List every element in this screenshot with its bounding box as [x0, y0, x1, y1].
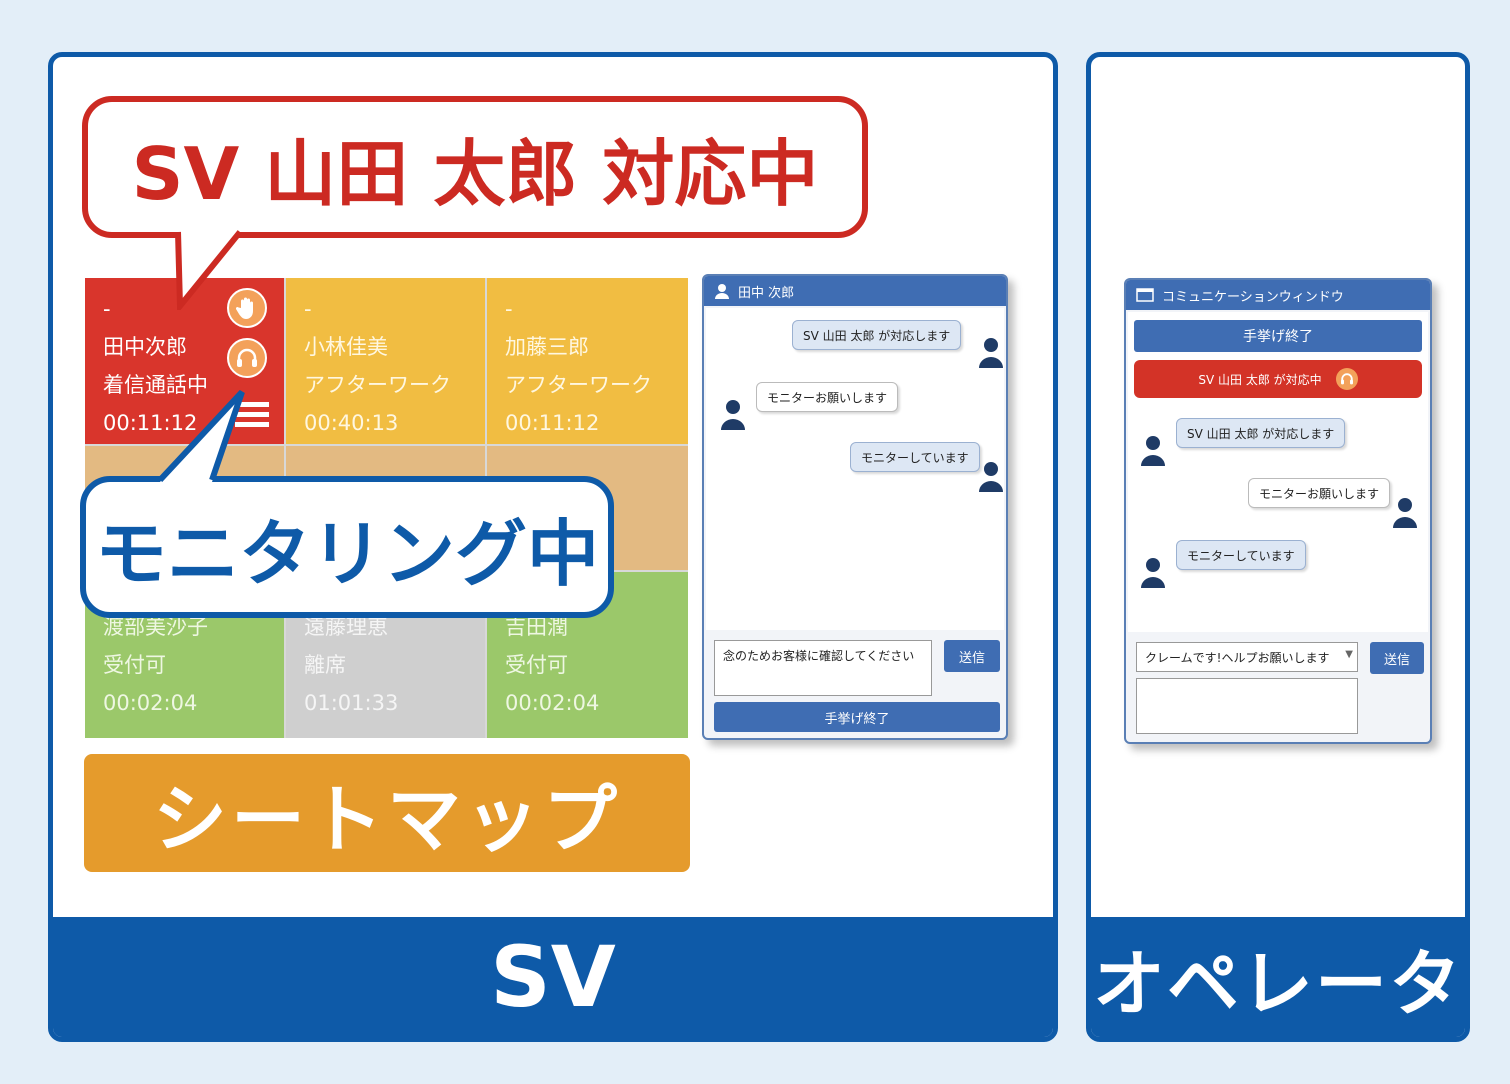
seat-name: 加藤三郎	[505, 335, 589, 359]
operator-panel-label: オペレータ	[1091, 917, 1465, 1037]
menu-icon[interactable]	[235, 402, 269, 428]
seat-name: 遠藤理恵	[304, 615, 388, 639]
sv-chat-window: 田中 次郎 SV 山田 太郎 が対応します モニターお願いします モニターしてい…	[702, 274, 1008, 740]
sv-panel-label: SV	[53, 917, 1053, 1037]
send-button[interactable]: 送信	[1370, 642, 1424, 674]
person-icon	[1141, 436, 1165, 466]
seat-time: 00:02:04	[103, 691, 198, 715]
operator-chat-input[interactable]	[1136, 678, 1358, 734]
operator-communication-window: コミュニケーションウィンドウ 手挙げ終了 SV 山田 太郎 が対応中 SV 山田…	[1124, 278, 1432, 744]
hand-down-button[interactable]: 手挙げ終了	[714, 702, 1000, 732]
seat-time: 01:01:33	[304, 691, 399, 715]
seat-name: 吉田潤	[505, 615, 568, 639]
operator-chat-messages: 手挙げ終了 SV 山田 太郎 が対応中 SV 山田 太郎 が対応します モニター…	[1128, 312, 1428, 632]
person-icon	[1141, 558, 1165, 588]
operator-window-titlebar: コミュニケーションウィンドウ	[1126, 280, 1430, 310]
send-button[interactable]: 送信	[944, 640, 1000, 672]
seat-time: 00:11:12	[103, 411, 198, 435]
seat-status: 受付可	[505, 653, 568, 677]
monitoring-callout: モニタリング中	[80, 476, 614, 618]
seat-status: 着信通話中	[103, 373, 208, 397]
seat-kato[interactable]: - 加藤三郎 アフターワーク 00:11:12	[487, 278, 688, 444]
seat-time: 00:02:04	[505, 691, 600, 715]
seat-time: 00:11:12	[505, 411, 600, 435]
seat-status: 受付可	[103, 653, 166, 677]
operator-window-title: コミュニケーションウィンドウ	[1162, 289, 1344, 305]
seatmap-label: シートマップ	[84, 754, 690, 872]
person-icon	[721, 400, 745, 430]
chat-message: モニターお願いします	[756, 382, 899, 412]
seat-status: 離席	[304, 653, 346, 677]
chevron-down-icon[interactable]: ▼	[1345, 649, 1353, 660]
sv-chat-input[interactable]: 念のためお客様に確認してください	[714, 640, 932, 696]
person-icon	[979, 462, 1003, 492]
sv-chat-title: 田中 次郎	[738, 285, 795, 301]
window-icon	[1136, 288, 1154, 302]
chat-message: SV 山田 太郎 が対応します	[1176, 418, 1346, 448]
sv-handling-callout: SV 山田 太郎 対応中	[82, 96, 868, 238]
canned-message-select[interactable]: クレームです!ヘルプお願いします ▼	[1136, 642, 1358, 672]
person-icon	[715, 284, 729, 299]
seat-dash: -	[304, 297, 312, 321]
seat-name: 小林佳美	[304, 335, 388, 359]
seat-status: アフターワーク	[505, 373, 652, 397]
chat-message: モニターしています	[850, 442, 980, 472]
seat-time: 00:40:13	[304, 411, 399, 435]
seat-dash: -	[505, 297, 513, 321]
sv-handling-status: SV 山田 太郎 が対応中	[1134, 360, 1422, 398]
raised-hand-icon[interactable]	[227, 288, 267, 328]
sv-chat-titlebar: 田中 次郎	[704, 276, 1006, 306]
headset-icon[interactable]	[227, 338, 267, 378]
monitoring-callout-tail	[157, 390, 245, 482]
sv-chat-messages: SV 山田 太郎 が対応します モニターお願いします モニターしています	[706, 308, 1004, 630]
person-icon	[979, 338, 1003, 368]
seat-name: 渡部美沙子	[103, 615, 208, 639]
seat-tanaka[interactable]: - 田中次郎 着信通話中 00:11:12	[85, 278, 284, 444]
chat-message: モニターしています	[1176, 540, 1306, 570]
chat-message: SV 山田 太郎 が対応します	[792, 320, 962, 350]
headset-icon	[1335, 368, 1358, 390]
seat-kobayashi[interactable]: - 小林佳美 アフターワーク 00:40:13	[286, 278, 485, 444]
person-icon	[1393, 498, 1417, 528]
seat-dash: -	[103, 297, 111, 321]
hand-down-button[interactable]: 手挙げ終了	[1134, 320, 1422, 352]
seat-name: 田中次郎	[103, 335, 187, 359]
seat-status: アフターワーク	[304, 373, 451, 397]
chat-message: モニターお願いします	[1248, 478, 1391, 508]
canned-message-value: クレームです!ヘルプお願いします	[1145, 651, 1330, 665]
sv-handling-status-text: SV 山田 太郎 が対応中	[1198, 372, 1322, 387]
sv-handling-callout-tail	[175, 230, 243, 310]
